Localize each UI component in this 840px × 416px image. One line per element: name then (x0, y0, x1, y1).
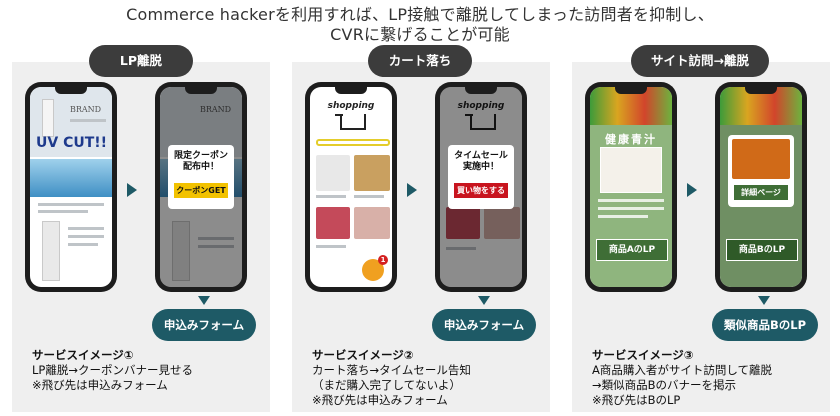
woman-drinking-image (600, 147, 662, 193)
cart-count-badge: 1 (378, 255, 388, 265)
similar-product-lp-button[interactable]: 類似商品BのLP (712, 309, 818, 341)
service-title: サービスイメージ③ (592, 348, 694, 362)
text-line (68, 243, 98, 246)
text-line (446, 247, 476, 250)
cart-icon (470, 114, 496, 130)
headline: Commerce hackerを利用すれば、LP接触で離脱してしまった訪問者を抑… (0, 5, 840, 45)
text-line (598, 215, 648, 218)
detail-page-button[interactable]: 詳細ページ (734, 185, 788, 200)
phone-shop: shopping 1 (305, 82, 397, 292)
search-bar[interactable] (316, 139, 390, 146)
arrow-right-icon (127, 183, 137, 197)
cart-icon (340, 114, 366, 130)
application-form-button[interactable]: 申込みフォーム (152, 309, 256, 341)
bottle-image (42, 221, 60, 281)
arrow-down-icon (198, 296, 210, 305)
service-description-3: サービスイメージ③ A商品購入者がサイト訪問して離脱 →類似商品Bのバナーを掲示… (592, 348, 772, 408)
text-line (598, 207, 664, 210)
product-b-lp-label: 商品BのLP (726, 239, 798, 261)
service-line: （まだ購入完了してないよ） (312, 378, 461, 392)
phone-notch (335, 87, 367, 94)
service-line: ※飛び先は申込みフォーム (32, 378, 168, 392)
phone-screen: shopping タイムセール 実施中！ 買い物をする (440, 87, 522, 287)
product-b-popup[interactable]: 詳細ページ (728, 135, 794, 207)
service-line: カート落ち→タイムセール告知 (312, 363, 471, 377)
popup-line-2: 実施中！ (462, 162, 499, 172)
service-line: A商品購入者がサイト訪問して離脱 (592, 363, 773, 377)
text-line (68, 235, 104, 238)
phone-shop-sale: shopping タイムセール 実施中！ 買い物をする (435, 82, 527, 292)
application-form-button[interactable]: 申込みフォーム (432, 309, 536, 341)
product-thumb (446, 207, 480, 239)
coupon-get-button[interactable]: クーポンGET (174, 183, 228, 198)
brand-text: BRAND (70, 105, 102, 114)
popup-line-1: 限定クーポン (173, 151, 228, 161)
cart-icon-handle (465, 114, 473, 116)
coupon-popup[interactable]: 限定クーポン 配布中！ クーポンGET (168, 145, 234, 209)
phone-screen: BRAND UV CUT!! (30, 87, 112, 287)
bottle-image (172, 221, 190, 281)
phone-notch (615, 87, 647, 94)
phone-lp-coupon: BRAND 限定クーポン 配布中！ クーポンGET (155, 82, 247, 292)
phone-screen: BRAND 限定クーポン 配布中！ クーポンGET (160, 87, 242, 287)
text-line (198, 245, 234, 248)
phone-notch (185, 87, 217, 94)
product-thumb (354, 155, 390, 191)
text-line (354, 195, 384, 198)
headline-line-1: Commerce hackerを利用すれば、LP接触で離脱してしまった訪問者を抑… (126, 5, 714, 24)
text-line (70, 119, 106, 122)
phone-notch (745, 87, 777, 94)
cart-icon-handle (335, 114, 343, 116)
service-description-1: サービスイメージ① LP離脱→クーポンバナー見せる ※飛び先は申込みフォーム (32, 348, 193, 393)
product-a-lp-label: 商品AのLP (596, 239, 668, 261)
product-thumb (484, 207, 520, 239)
text-line (38, 210, 88, 213)
sale-popup[interactable]: タイムセール 実施中！ 買い物をする (448, 145, 514, 209)
product-logo: 健康青汁 (605, 133, 657, 146)
phone-product-b: 詳細ページ 商品BのLP (715, 82, 807, 292)
text-line (316, 245, 346, 248)
service-title: サービスイメージ② (312, 348, 414, 362)
phone-product-a: 健康青汁 商品AのLP (585, 82, 677, 292)
arrow-right-icon (687, 183, 697, 197)
product-thumb (316, 155, 350, 191)
phone-screen: shopping 1 (310, 87, 392, 287)
service-line: ※飛び先は申込みフォーム (312, 393, 448, 407)
product-thumb (354, 207, 390, 239)
phone-screen: 詳細ページ 商品BのLP (720, 87, 802, 287)
shop-title: shopping (457, 101, 505, 111)
shop-now-button[interactable]: 買い物をする (454, 183, 508, 198)
service-line: LP離脱→クーポンバナー見せる (32, 363, 193, 377)
arrow-down-icon (758, 296, 770, 305)
arrow-right-icon (407, 183, 417, 197)
text-line (68, 227, 104, 230)
phone-notch (465, 87, 497, 94)
text-line (316, 195, 346, 198)
service-title: サービスイメージ① (32, 348, 134, 362)
uv-headline: UV CUT!! (36, 135, 108, 151)
text-line (598, 199, 664, 202)
shop-title: shopping (327, 101, 375, 111)
brand-text: BRAND (200, 105, 232, 114)
scenario-label-lp-exit: LP離脱 (89, 45, 193, 77)
arrow-down-icon (478, 296, 490, 305)
scenario-label-cart-abandon: カート落ち (368, 45, 472, 77)
headline-line-2: CVRに繋げることが可能 (330, 25, 510, 44)
phone-lp: BRAND UV CUT!! (25, 82, 117, 292)
juice-image (732, 139, 790, 179)
sea-image (30, 159, 112, 197)
service-line: ※飛び先はBのLP (592, 393, 681, 407)
service-description-2: サービスイメージ② カート落ち→タイムセール告知 （まだ購入完了してないよ） ※… (312, 348, 471, 408)
bottle-image (42, 99, 54, 137)
text-line (38, 203, 104, 206)
popup-line-1: タイムセール (454, 151, 508, 161)
cart-fab-icon[interactable] (362, 259, 384, 281)
scenario-label-site-exit: サイト訪問→離脱 (631, 45, 769, 77)
text-line (198, 237, 234, 240)
phone-screen: 健康青汁 商品AのLP (590, 87, 672, 287)
service-line: →類似商品Bのバナーを掲示 (592, 378, 737, 392)
product-thumb (316, 207, 350, 239)
popup-line-2: 配布中！ (182, 162, 219, 172)
phone-notch (55, 87, 87, 94)
